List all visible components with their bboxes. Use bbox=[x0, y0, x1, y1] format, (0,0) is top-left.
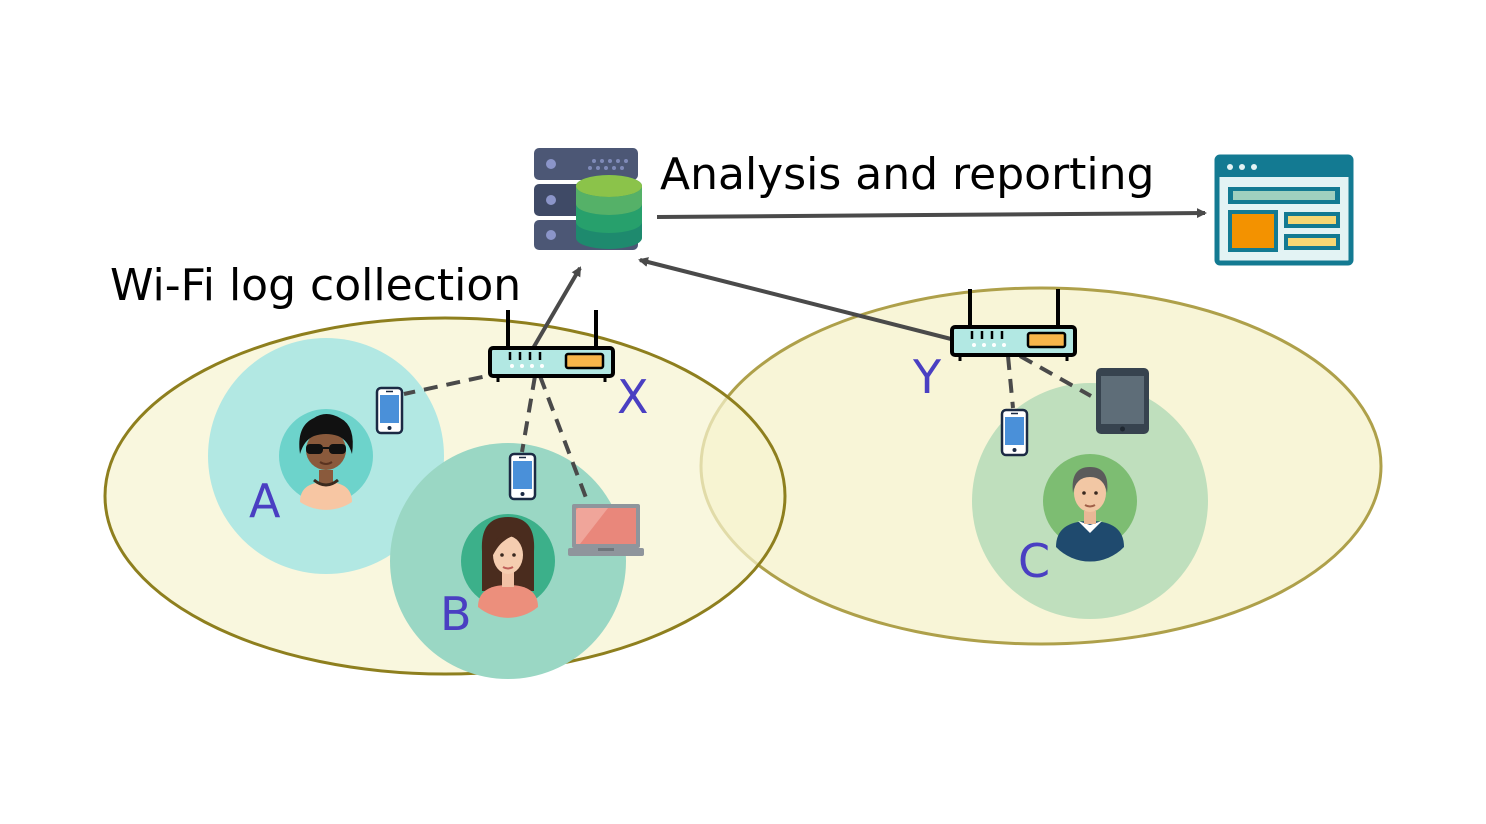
smartphone-icon bbox=[508, 452, 537, 501]
smartphone-icon bbox=[1000, 408, 1029, 457]
user-b-label: B bbox=[440, 587, 472, 641]
user-avatar-icon bbox=[279, 409, 373, 510]
tablet-icon bbox=[1096, 368, 1149, 434]
user-avatar-icon bbox=[1043, 454, 1137, 562]
wifi-router-icon bbox=[950, 289, 1077, 361]
analysis-label: Analysis and reporting bbox=[660, 149, 1154, 200]
device-links bbox=[403, 354, 1092, 504]
wifi-router-icon bbox=[488, 310, 615, 382]
router-y-label: Y bbox=[912, 350, 942, 404]
arrow-server-to-report bbox=[656, 208, 1207, 219]
laptop-icon bbox=[568, 504, 644, 556]
dashboard-report-icon bbox=[1214, 154, 1354, 266]
user-avatar-icon bbox=[461, 514, 555, 618]
user-c-label: C bbox=[1018, 534, 1050, 588]
arrow-x-to-server bbox=[530, 266, 582, 352]
smartphone-icon bbox=[375, 386, 404, 435]
server-database-icon bbox=[534, 148, 642, 250]
arrow-y-to-server bbox=[638, 257, 956, 342]
collection-label: Wi-Fi log collection bbox=[110, 260, 521, 311]
user-a-label: A bbox=[249, 474, 281, 528]
router-x-label: X bbox=[617, 370, 649, 424]
